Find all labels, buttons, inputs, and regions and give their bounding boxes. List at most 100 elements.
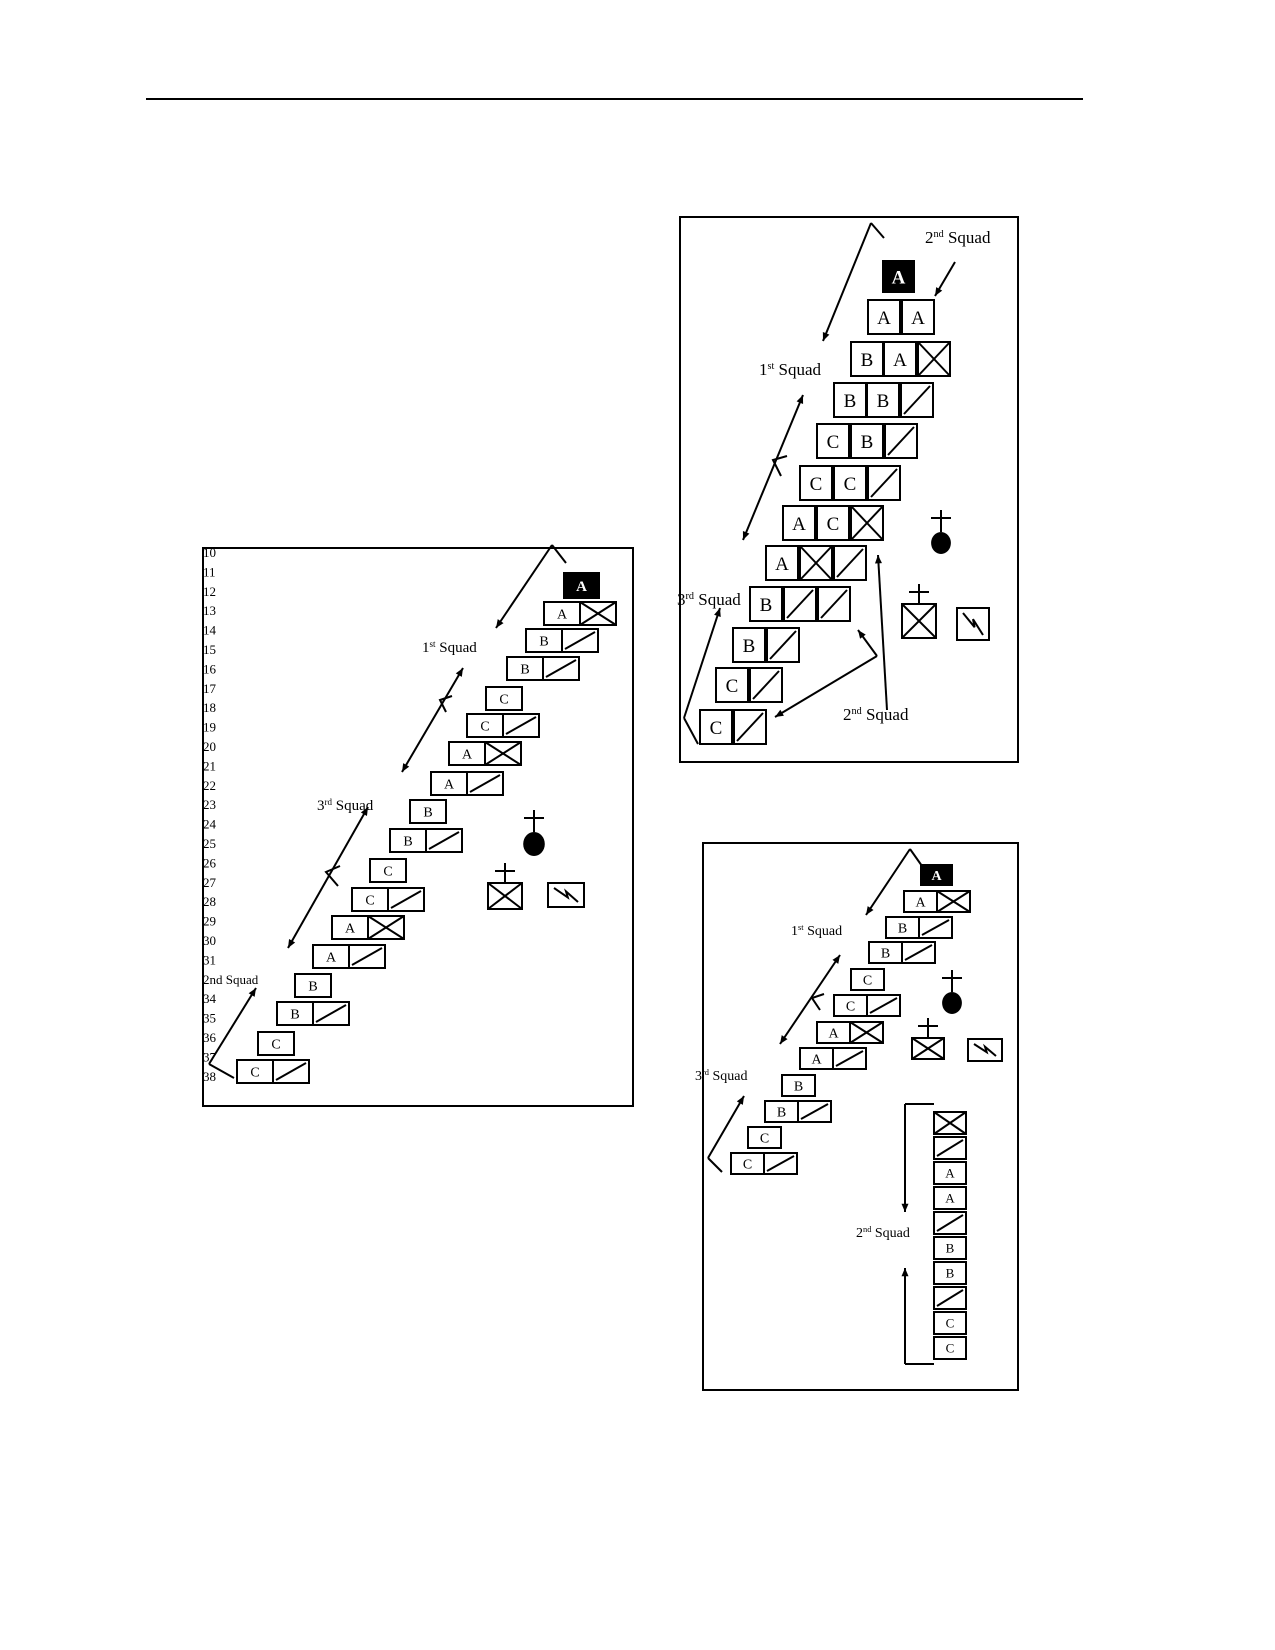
casualty-figure-icon [942, 970, 962, 1014]
arrow-head [402, 763, 410, 772]
unit-letter: A [911, 308, 925, 329]
leader-box-icon: A [920, 864, 953, 886]
unit-letter: B [308, 980, 317, 995]
arrow-head [935, 287, 943, 296]
diagonal-box-icon [749, 667, 783, 703]
diagonal-box-icon [733, 709, 767, 745]
unit-box: B [764, 1100, 799, 1123]
unit-letter: B [877, 391, 890, 412]
unit-box-frame [883, 341, 917, 377]
unit-box: B [868, 941, 903, 964]
cross-line-b [933, 1111, 967, 1135]
diag-box-slash [921, 919, 950, 936]
unit-box: C [369, 858, 407, 883]
unit-box-frame [732, 627, 766, 663]
crossed-box-icon [484, 741, 522, 766]
row-number: 36 [203, 1030, 217, 1045]
row-number: 23 [203, 797, 216, 812]
casualty-vehicle-icon [487, 863, 523, 910]
bracket-tip [551, 544, 567, 564]
diag-box-slash [766, 1155, 795, 1172]
unit-letter: B [861, 350, 874, 371]
arrow-head [780, 1035, 788, 1044]
row-number: 18 [203, 700, 216, 715]
row-number: 21 [203, 758, 216, 773]
unit-box: B [833, 382, 867, 418]
unit-letter: A [345, 922, 356, 937]
diagonal-box-icon [884, 423, 918, 459]
casualty-vehicle-icon [911, 1018, 945, 1060]
unit-box-frame [933, 1336, 967, 1360]
squad-2-arrow-a [774, 655, 878, 718]
unit-box-frame [257, 1031, 295, 1056]
arrow-head [901, 1268, 909, 1277]
arrow-head [714, 608, 721, 617]
unit-letter: B [946, 1241, 955, 1256]
crossed-box-icon [850, 505, 884, 541]
leader-letter: A [576, 579, 587, 595]
diagonal-box-icon [832, 1047, 867, 1070]
unit-box: B [850, 423, 884, 459]
unit-box-frame [485, 686, 523, 711]
row-number: 37 [203, 1049, 217, 1064]
row-number: 14 [203, 623, 217, 638]
unit-letter: B [290, 1008, 299, 1023]
squad-3-span-arrow [287, 806, 369, 949]
unit-box-frame [901, 299, 935, 335]
page-header-rule [146, 98, 1083, 100]
unit-letter: C [946, 1341, 955, 1356]
unit-letter: B [898, 922, 907, 937]
row-number: 31 [203, 952, 216, 967]
unit-letter: B [777, 1106, 786, 1121]
diag-box-slash [936, 1139, 964, 1157]
unit-box-frame [816, 505, 850, 541]
unit-box-frame [799, 465, 833, 501]
leader-box-icon: A [563, 572, 600, 599]
unit-box: A [933, 1161, 967, 1185]
squad-2-arrow [208, 987, 257, 1065]
diag-box-slash [904, 944, 933, 961]
unit-letter: B [946, 1266, 955, 1281]
arrow-head [866, 906, 874, 915]
cross-line-b [799, 545, 833, 581]
unit-box: B [850, 341, 884, 377]
arrow-head [455, 668, 463, 677]
unit-box: A [799, 1047, 834, 1070]
cross-line-b [850, 505, 884, 541]
casualty-body [523, 832, 545, 856]
unit-letter: C [710, 718, 723, 739]
unit-box: B [933, 1261, 967, 1285]
row-number: 13 [203, 603, 216, 618]
crossed-box-icon [933, 1111, 967, 1135]
squad-label-3rd: 3rd Squad [317, 797, 374, 814]
unit-box-frame [933, 1236, 967, 1260]
leader-letter: A [892, 267, 906, 288]
unit-box: A [312, 944, 350, 969]
unit-letter: A [945, 1191, 955, 1206]
unit-box: B [781, 1074, 816, 1097]
squad-1-arrow [495, 544, 553, 629]
row-number: 17 [203, 681, 217, 696]
diag-box-slash [736, 712, 764, 742]
squad-1-span-arrow [401, 667, 464, 773]
unit-box: B [276, 1001, 314, 1026]
row-number: 27 [203, 875, 217, 890]
diagonal-box-icon [933, 1136, 967, 1160]
arrow-head [248, 988, 256, 997]
diag-box-slash [275, 1062, 307, 1081]
casualty-figure-icon [931, 510, 951, 554]
unit-box: A [883, 341, 917, 377]
unit-box-frame [850, 341, 884, 377]
squad-label-1st: 1st Squad [759, 360, 822, 379]
unit-letter: B [743, 636, 756, 657]
row-number: 25 [203, 836, 216, 851]
unit-letter: A [326, 951, 337, 966]
diagonal-box-icon [933, 1286, 967, 1310]
unit-box-frame [816, 423, 850, 459]
lightning-box-icon [547, 882, 585, 908]
unit-letter: A [444, 778, 455, 793]
unit-box: A [933, 1186, 967, 1210]
diagonal-box-icon [766, 627, 800, 663]
